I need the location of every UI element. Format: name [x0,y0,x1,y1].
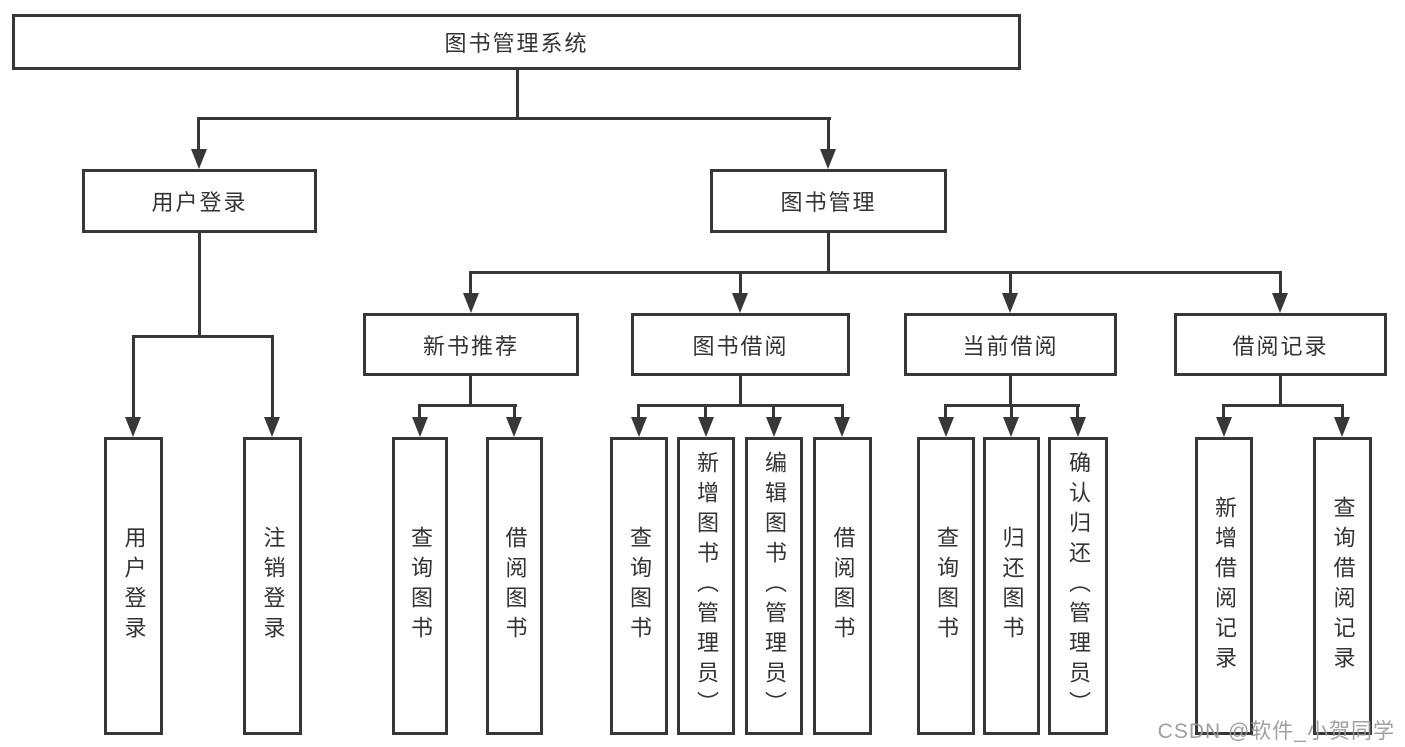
node-new-book-recommend: 新书推荐 [363,313,579,376]
connector-line [841,404,844,422]
connector-line [1076,404,1079,422]
node-label: 借阅记录 [1232,333,1329,359]
leaf-query-books-current: 查询图书 [917,437,975,735]
node-label: 新增借阅记录 [1212,496,1237,676]
connector-line [1009,271,1012,297]
connector-line [704,404,707,422]
arrowhead [1003,417,1019,437]
arrowhead [834,417,850,437]
node-label: 图书管理 [780,190,877,215]
leaf-return-books: 归还图书 [983,437,1040,735]
leaf-query-borrow-record: 查询借阅记录 [1313,437,1372,735]
arrowhead [412,417,428,437]
node-book-management: 图书管理 [710,169,947,233]
connector-line [197,117,831,120]
node-label: 图书借阅 [692,333,789,359]
connector-line [470,271,1282,274]
node-label: 当前借阅 [962,333,1059,359]
arrowhead [506,417,522,437]
leaf-add-borrow-record: 新增借阅记录 [1195,437,1253,735]
arrowhead [1070,417,1086,437]
node-library-system: 图书管理系统 [12,14,1021,70]
leaf-query-books-borrowing: 查询图书 [610,437,668,735]
connector-line [827,117,830,153]
leaf-add-books-admin: 新增图书（管理员） [677,437,735,735]
connector-line [469,376,472,407]
connector-line [1010,404,1013,422]
node-label: 用户登录 [151,190,248,215]
node-label: 查询图书 [408,526,433,646]
connector-line [827,233,830,274]
leaf-logout: 注销登录 [243,437,302,735]
arrowhead [191,149,207,169]
node-label: 图书管理系统 [444,31,589,56]
arrowhead [264,417,280,437]
arrowhead [1272,293,1288,313]
leaf-user-login: 用户登录 [104,437,163,735]
arrowhead [766,417,782,437]
connector-line [198,233,201,338]
csdn-watermark: CSDN @软件_小贺同学 [1157,720,1395,743]
connector-line [1222,404,1225,422]
connector-line [418,404,517,407]
arrowhead [938,417,954,437]
node-label: 借阅图书 [830,526,856,646]
node-label: 查询图书 [934,526,959,646]
node-label: 用户登录 [121,526,147,646]
arrowhead [631,417,647,437]
connector-line [1009,376,1012,407]
connector-line [513,404,516,422]
node-book-borrowing: 图书借阅 [631,313,850,376]
connector-line [469,271,472,297]
arrowhead [698,417,714,437]
connector-line [1341,404,1344,422]
node-borrowing-records: 借阅记录 [1174,313,1387,376]
arrowhead [125,417,141,437]
connector-line [739,271,742,297]
node-label: 确认归还（管理员） [1066,451,1091,721]
connector-line [1279,376,1282,407]
node-label: 注销登录 [260,526,286,646]
connector-line [1222,404,1344,407]
arrowhead [820,149,836,169]
leaf-query-books-recommend: 查询图书 [392,437,448,735]
node-label: 归还图书 [999,526,1025,646]
connector-line [132,335,135,422]
arrowhead [1002,293,1018,313]
arrowhead [1334,417,1350,437]
node-label: 新书推荐 [422,333,519,359]
connector-line [516,70,519,120]
connector-line [271,335,274,422]
node-label: 借阅图书 [502,526,528,646]
node-label: 查询图书 [627,526,652,646]
leaf-edit-books-admin: 编辑图书（管理员） [745,437,803,735]
arrowhead [463,293,479,313]
node-current-borrowing: 当前借阅 [904,313,1117,376]
connector-line [637,404,844,407]
node-label: 新增图书（管理员） [694,451,719,721]
connector-line [1279,271,1282,297]
connector-line [772,404,775,422]
node-label: 编辑图书（管理员） [762,451,787,721]
arrowhead [1216,417,1232,437]
leaf-borrow-books-recommend: 借阅图书 [486,437,543,735]
connector-line [739,376,742,407]
connector-line [132,335,274,338]
connector-line [944,404,947,422]
node-label: 查询借阅记录 [1330,496,1356,676]
connector-line [197,117,200,153]
connector-line [637,404,640,422]
connector-line [418,404,421,422]
leaf-borrow-books: 借阅图书 [813,437,872,735]
leaf-confirm-return-admin: 确认归还（管理员） [1048,437,1108,735]
arrowhead [732,293,748,313]
node-user-login: 用户登录 [82,169,317,233]
